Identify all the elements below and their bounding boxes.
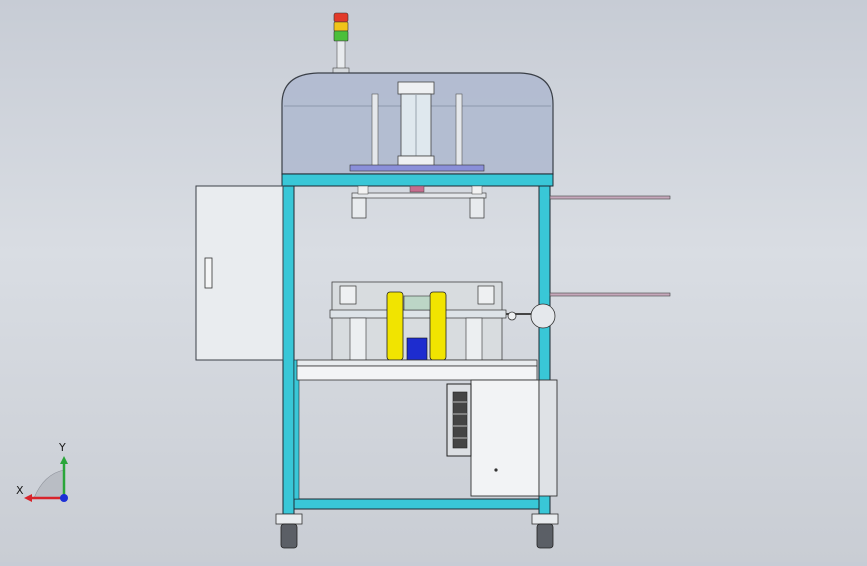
press-head-marker: [409, 185, 425, 193]
signal-lamp-red: [333, 12, 349, 23]
cylinder-top-cap: [397, 81, 435, 95]
side-rails-right[interactable]: [549, 195, 671, 297]
fixture-clamp-right: [477, 285, 495, 305]
hand-wheel-knob[interactable]: [507, 311, 517, 321]
press-foot-left: [351, 197, 367, 219]
guide-post-right: [455, 93, 463, 169]
guide-post-left: [371, 93, 379, 169]
coordinate-triad-icon: [24, 456, 68, 502]
triad-y-label: Y: [59, 441, 66, 454]
triad-x-arrowhead: [24, 494, 32, 502]
fixture-assembly[interactable]: [329, 281, 556, 361]
lower-cabinet-panel: [538, 379, 558, 497]
frame-top-rail: [281, 173, 554, 187]
side-rail-upper: [549, 195, 671, 200]
caster-right-mount: [531, 513, 559, 525]
triad-y-arrowhead: [60, 456, 68, 464]
signal-tower-pole: [336, 40, 346, 72]
cylinder-bottom-cap: [397, 155, 435, 167]
signal-tower-base: [332, 67, 350, 74]
spring-left: [357, 185, 369, 195]
caster-left-wheel: [280, 523, 298, 549]
fixture-post-left: [349, 317, 367, 361]
frame-left-upright: [282, 185, 295, 515]
casters[interactable]: [275, 513, 559, 549]
press-foot-right: [469, 197, 485, 219]
yellow-clamp-right: [429, 291, 447, 361]
frame-inner-left: [293, 359, 300, 500]
press-cylinder-assembly[interactable]: [349, 81, 485, 172]
worktable-apron: [296, 365, 538, 381]
frame-bottom-rail: [293, 498, 540, 510]
caster-left-mount: [275, 513, 303, 525]
caster-right-wheel: [536, 523, 554, 549]
cooling-fan-grille: [452, 391, 468, 449]
fixture-post-right: [465, 317, 483, 361]
fixture-guide-bar: [329, 309, 507, 319]
spring-right: [471, 185, 483, 195]
fixture-spacer-center: [403, 295, 431, 311]
cabinet-handle[interactable]: [204, 257, 213, 289]
fixture-clamp-left: [339, 285, 357, 305]
side-rail-lower: [549, 292, 671, 297]
lower-cabinet[interactable]: [446, 379, 558, 497]
press-head-plate: [351, 192, 487, 199]
hand-wheel[interactable]: [530, 303, 556, 329]
triad-z-axis: [60, 494, 68, 502]
upper-press-head[interactable]: [351, 185, 487, 219]
press-plate-top: [349, 164, 485, 172]
machine-frame[interactable]: [281, 173, 554, 515]
signal-lamp-yellow: [333, 21, 349, 32]
lower-cabinet-box: [470, 379, 540, 497]
electrical-cabinet-left[interactable]: [195, 185, 284, 361]
signal-tower[interactable]: [332, 12, 350, 74]
worktable[interactable]: [296, 359, 538, 381]
yellow-clamp-left: [386, 291, 404, 361]
blue-motor: [406, 337, 428, 361]
lower-cabinet-screw: [494, 468, 498, 472]
worktable-top: [296, 359, 538, 367]
signal-lamp-green: [333, 30, 349, 42]
triad-x-label: X: [16, 484, 24, 497]
triad-plane: [33, 469, 65, 499]
